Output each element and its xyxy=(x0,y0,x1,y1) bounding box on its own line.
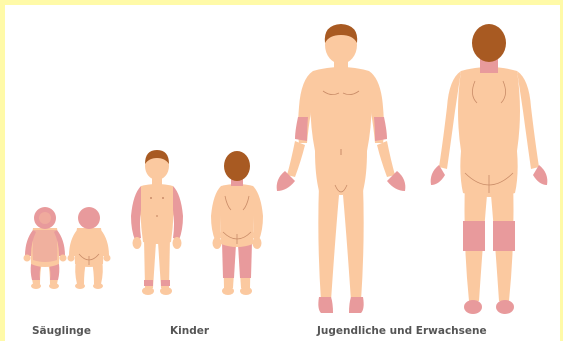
adult-front-figure xyxy=(277,24,406,313)
body-figures xyxy=(5,5,563,346)
child-back-figure xyxy=(211,151,263,295)
caption-children: Kinder xyxy=(170,325,209,337)
child-front-figure xyxy=(131,150,183,295)
adult-back-figure xyxy=(431,24,548,314)
infant-back-figure xyxy=(68,207,111,289)
infant-front-figure xyxy=(24,207,67,289)
caption-infants: Säuglinge xyxy=(32,325,91,337)
caption-adults: Jugendliche und Erwachsene xyxy=(317,325,487,337)
